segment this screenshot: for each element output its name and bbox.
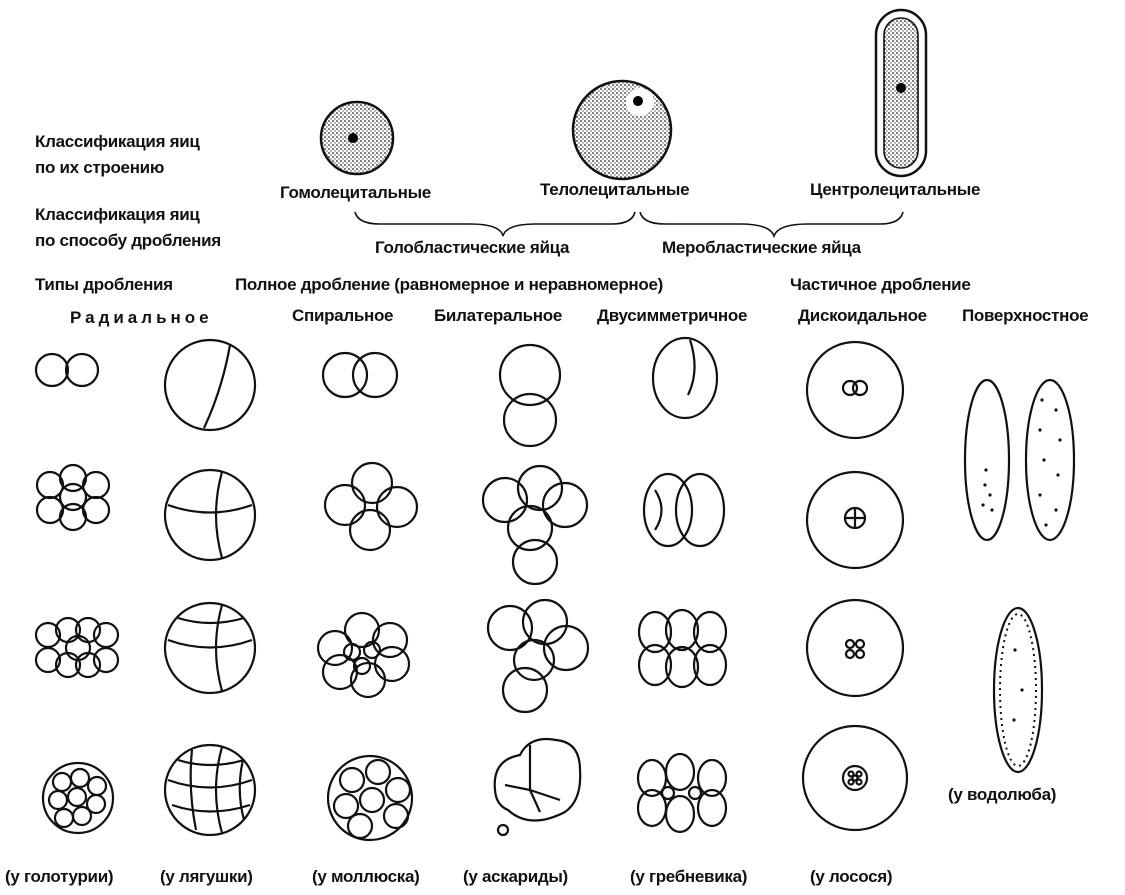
- meroblastic-label: Меробластические яйца: [662, 238, 861, 258]
- superficial-label: Поверхностное: [962, 306, 1088, 326]
- superficial-early-icon: [965, 380, 1009, 540]
- bilateral-2cell-icon: [500, 345, 560, 446]
- radial-16cell-icon: [36, 618, 118, 677]
- frog-8cell-icon: [165, 603, 255, 693]
- radial-label: Радиальное: [70, 308, 213, 328]
- discoidal-2cell-icon: [807, 342, 903, 438]
- bilateral-8cell-icon: [488, 600, 588, 712]
- discoidal-4cell-icon: [807, 472, 903, 568]
- bilateral-6cell-icon: [483, 466, 587, 584]
- sea-cucumber-label: (у голотурии): [5, 867, 113, 887]
- frog-2cell-icon: [165, 340, 255, 430]
- spiral-label: Спиральное: [292, 306, 393, 326]
- meroblastic-brace: [640, 212, 903, 236]
- ctenophore-label: (у гребневика): [630, 867, 747, 887]
- discoidal-8cell-icon: [807, 600, 903, 696]
- frog-4cell-icon: [165, 470, 255, 560]
- superficial-middle-icon: [1026, 380, 1074, 540]
- telolecithal-egg-icon: [573, 81, 671, 179]
- bisymmetric-2cell-icon: [653, 338, 717, 418]
- radial-morula-icon: [43, 763, 113, 833]
- radial-2cell-icon: [36, 354, 98, 386]
- spiral-2cell-icon: [323, 353, 397, 397]
- structure-classification-label: Классификация яиц по их строению: [35, 129, 200, 181]
- bisymmetric-16cell-icon: [638, 754, 726, 832]
- discoidal-label: Дискоидальное: [798, 306, 927, 326]
- water-beetle-label: (у водолюба): [948, 785, 1056, 805]
- bisymmetric-label: Двусимметричное: [597, 306, 747, 326]
- ascaris-label: (у аскариды): [463, 867, 568, 887]
- holoblastic-label: Голобластические яйца: [375, 238, 569, 258]
- frog-label: (у лягушки): [160, 867, 253, 887]
- bisymmetric-4cell-icon: [644, 474, 724, 546]
- frog-morula-icon: [165, 745, 255, 835]
- centrolecithal-egg-icon: [876, 10, 926, 176]
- mollusk-label: (у моллюска): [312, 867, 420, 887]
- centrolecithal-label: Центролецитальные: [810, 180, 980, 200]
- homolecithal-label: Гомолецитальные: [280, 183, 431, 203]
- cleavage-types-label: Типы дробления: [35, 275, 173, 295]
- salmon-label: (у лосося): [810, 867, 892, 887]
- holoblastic-brace: [355, 212, 635, 236]
- cleavage-classification-label: Классификация яиц по способу дробления: [35, 202, 221, 254]
- complete-cleavage-label: Полное дробление (равномерное и неравном…: [235, 275, 663, 295]
- superficial-blastoderm-icon: [994, 608, 1042, 772]
- discoidal-blastodisc-icon: [803, 726, 907, 830]
- partial-cleavage-label: Частичное дробление: [790, 275, 970, 295]
- radial-8cell-icon: [37, 465, 109, 530]
- bilateral-morula-icon: [495, 739, 581, 835]
- bilateral-label: Билатеральное: [434, 306, 562, 326]
- telolecithal-label: Телолецитальные: [540, 180, 689, 200]
- bisymmetric-8cell-icon: [639, 610, 726, 687]
- spiral-morula-icon: [328, 756, 412, 840]
- spiral-4cell-icon: [325, 463, 417, 550]
- spiral-8cell-icon: [318, 613, 409, 697]
- homolecithal-egg-icon: [321, 102, 393, 174]
